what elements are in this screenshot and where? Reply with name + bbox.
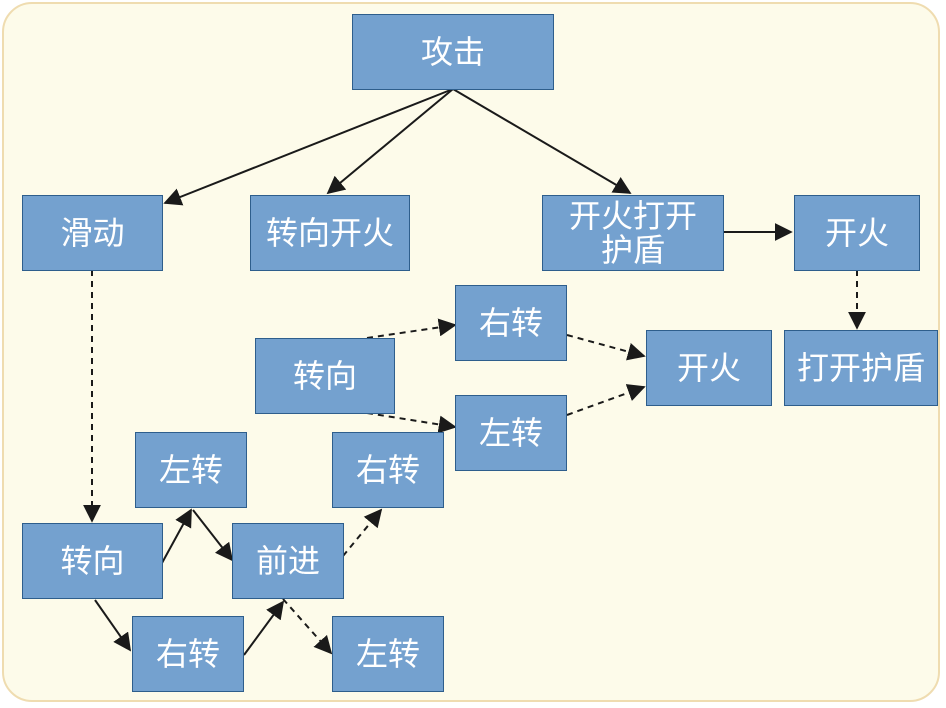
- node-fire-a-label: 开火: [824, 214, 889, 252]
- node-right-a: 右转: [455, 285, 567, 361]
- edge-lefta-fireb: [566, 384, 646, 416]
- node-turn-fire: 转向开火: [250, 195, 410, 271]
- node-turn-b: 转向: [22, 523, 163, 599]
- edge-turnb-leftb: [161, 508, 192, 564]
- node-right-b: 右转: [332, 432, 444, 508]
- node-right-c: 右转: [132, 616, 244, 692]
- node-turn-a: 转向: [255, 338, 395, 414]
- node-turn-fire-label: 转向开火: [265, 214, 394, 252]
- edge-turna-righta: [366, 318, 457, 339]
- edge-forward-leftc: [282, 598, 333, 655]
- node-turn-b-label: 转向: [60, 542, 125, 580]
- node-forward-label: 前进: [255, 542, 320, 580]
- node-fire-b-label: 开火: [676, 349, 741, 387]
- node-left-a-label: 左转: [478, 414, 543, 452]
- node-left-b-label: 左转: [158, 451, 223, 489]
- edge-turnb-rightb-lower: [94, 599, 132, 652]
- node-right-b-label: 右转: [355, 451, 420, 489]
- edge-attack-turnfire: [326, 88, 454, 195]
- node-turn-a-label: 转向: [292, 357, 357, 395]
- node-left-b: 左转: [135, 432, 247, 508]
- node-right-c-label: 右转: [155, 635, 220, 673]
- edge-righta-fireb: [566, 334, 646, 361]
- node-attack-label: 攻击: [420, 33, 485, 71]
- node-open-shield: 打开护盾: [784, 330, 938, 406]
- edge-attack-fireshield: [452, 88, 632, 194]
- edge-turna-lefta: [366, 412, 457, 434]
- node-fire-shield: 开火打开护盾: [542, 195, 724, 271]
- edge-leftb-forward: [192, 509, 234, 562]
- node-open-shield-label: 打开护盾: [796, 349, 925, 387]
- edge-attack-slide: [163, 88, 454, 206]
- node-slide: 滑动: [22, 195, 163, 271]
- node-slide-label: 滑动: [60, 214, 125, 252]
- node-fire-a: 开火: [794, 195, 920, 271]
- node-forward: 前进: [232, 523, 344, 599]
- node-left-c-label: 左转: [355, 635, 420, 673]
- edge-rightc-forward: [243, 600, 285, 656]
- node-fire-shield-label: 开火打开护盾: [568, 197, 697, 269]
- node-attack: 攻击: [352, 14, 554, 90]
- edge-forward-rightb: [342, 508, 383, 557]
- node-right-a-label: 右转: [478, 304, 543, 342]
- node-fire-b: 开火: [646, 330, 772, 406]
- node-left-c: 左转: [332, 616, 444, 692]
- node-left-a: 左转: [455, 395, 567, 471]
